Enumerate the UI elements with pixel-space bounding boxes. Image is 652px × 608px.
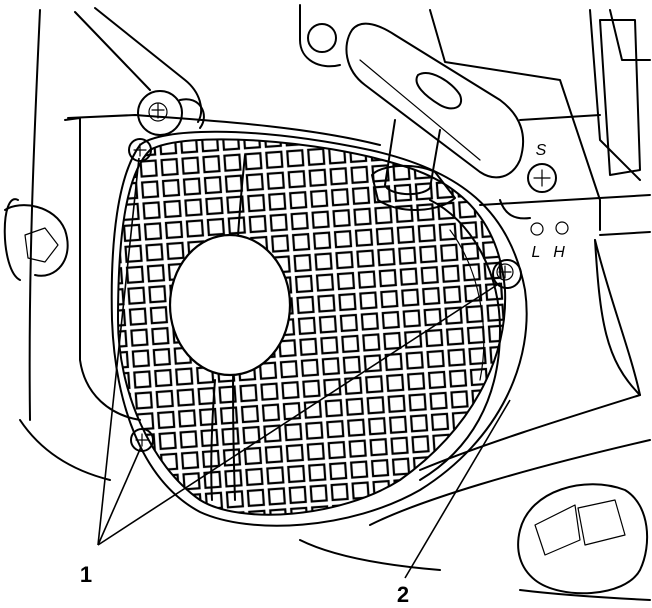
h-adjust-screw-icon [555, 221, 569, 235]
callout-2-leader [404, 399, 511, 579]
cover-screws [128, 138, 522, 452]
starter-handle [345, 22, 525, 211]
marking-l: L [532, 244, 541, 261]
cover-screw-top [128, 138, 152, 162]
l-adjust-screw-icon [530, 222, 544, 236]
carburetor-adjustment: S L H [527, 142, 569, 261]
callout-1-leaders [97, 157, 501, 546]
pivot-bolt [137, 90, 205, 136]
fuel-cap [517, 483, 649, 595]
callout-label-2: 2 [397, 582, 409, 607]
callout-label-1: 1 [80, 562, 92, 587]
marking-s: S [536, 142, 547, 159]
marking-h: H [553, 244, 565, 261]
s-adjust-screw-icon [527, 163, 557, 193]
cover-screw-bottom [130, 428, 154, 452]
grille-center-opening [168, 233, 292, 377]
cover-screw-right [492, 259, 522, 289]
saw-housing [3, 4, 651, 601]
